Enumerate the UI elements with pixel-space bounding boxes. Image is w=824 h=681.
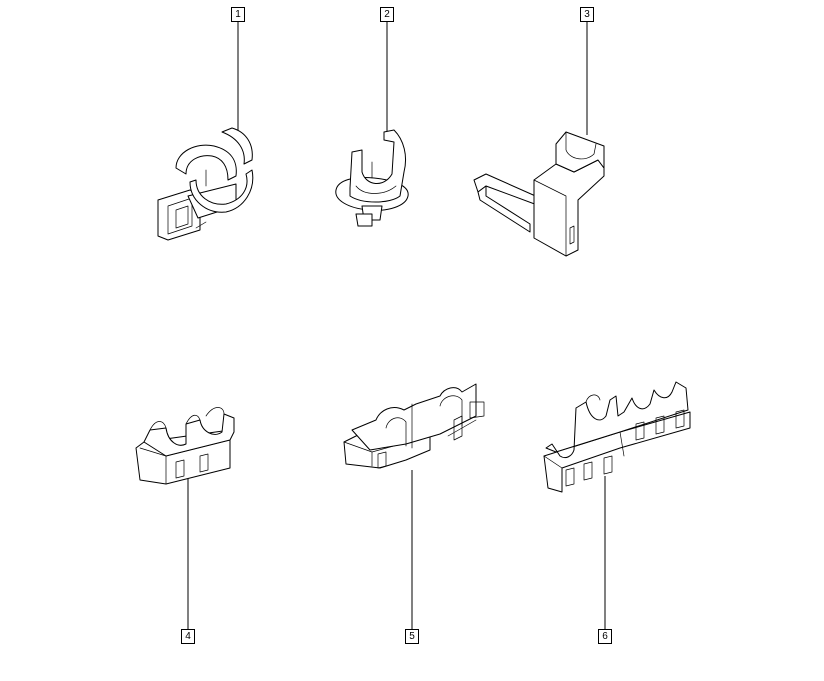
- part-4-double-clip: [135, 407, 235, 485]
- part-1-pipe-clip: [157, 127, 254, 241]
- callout-label-3: 3: [584, 9, 590, 20]
- callout-label-5: 5: [409, 631, 415, 642]
- callout-4: 4: [181, 629, 195, 644]
- callout-label-6: 6: [602, 631, 608, 642]
- callout-label-1: 1: [235, 9, 241, 20]
- callout-1: 1: [231, 7, 245, 22]
- callout-3: 3: [580, 7, 594, 22]
- callout-2: 2: [380, 7, 394, 22]
- part-5-multi-clip: [343, 383, 485, 469]
- part-3-arm-clip: [473, 131, 605, 257]
- callout-label-4: 4: [185, 631, 191, 642]
- callout-6: 6: [598, 629, 612, 644]
- part-6-strip-clip: [543, 381, 691, 493]
- callout-label-2: 2: [384, 9, 390, 20]
- callout-5: 5: [405, 629, 419, 644]
- part-2-push-in-clip: [335, 129, 409, 227]
